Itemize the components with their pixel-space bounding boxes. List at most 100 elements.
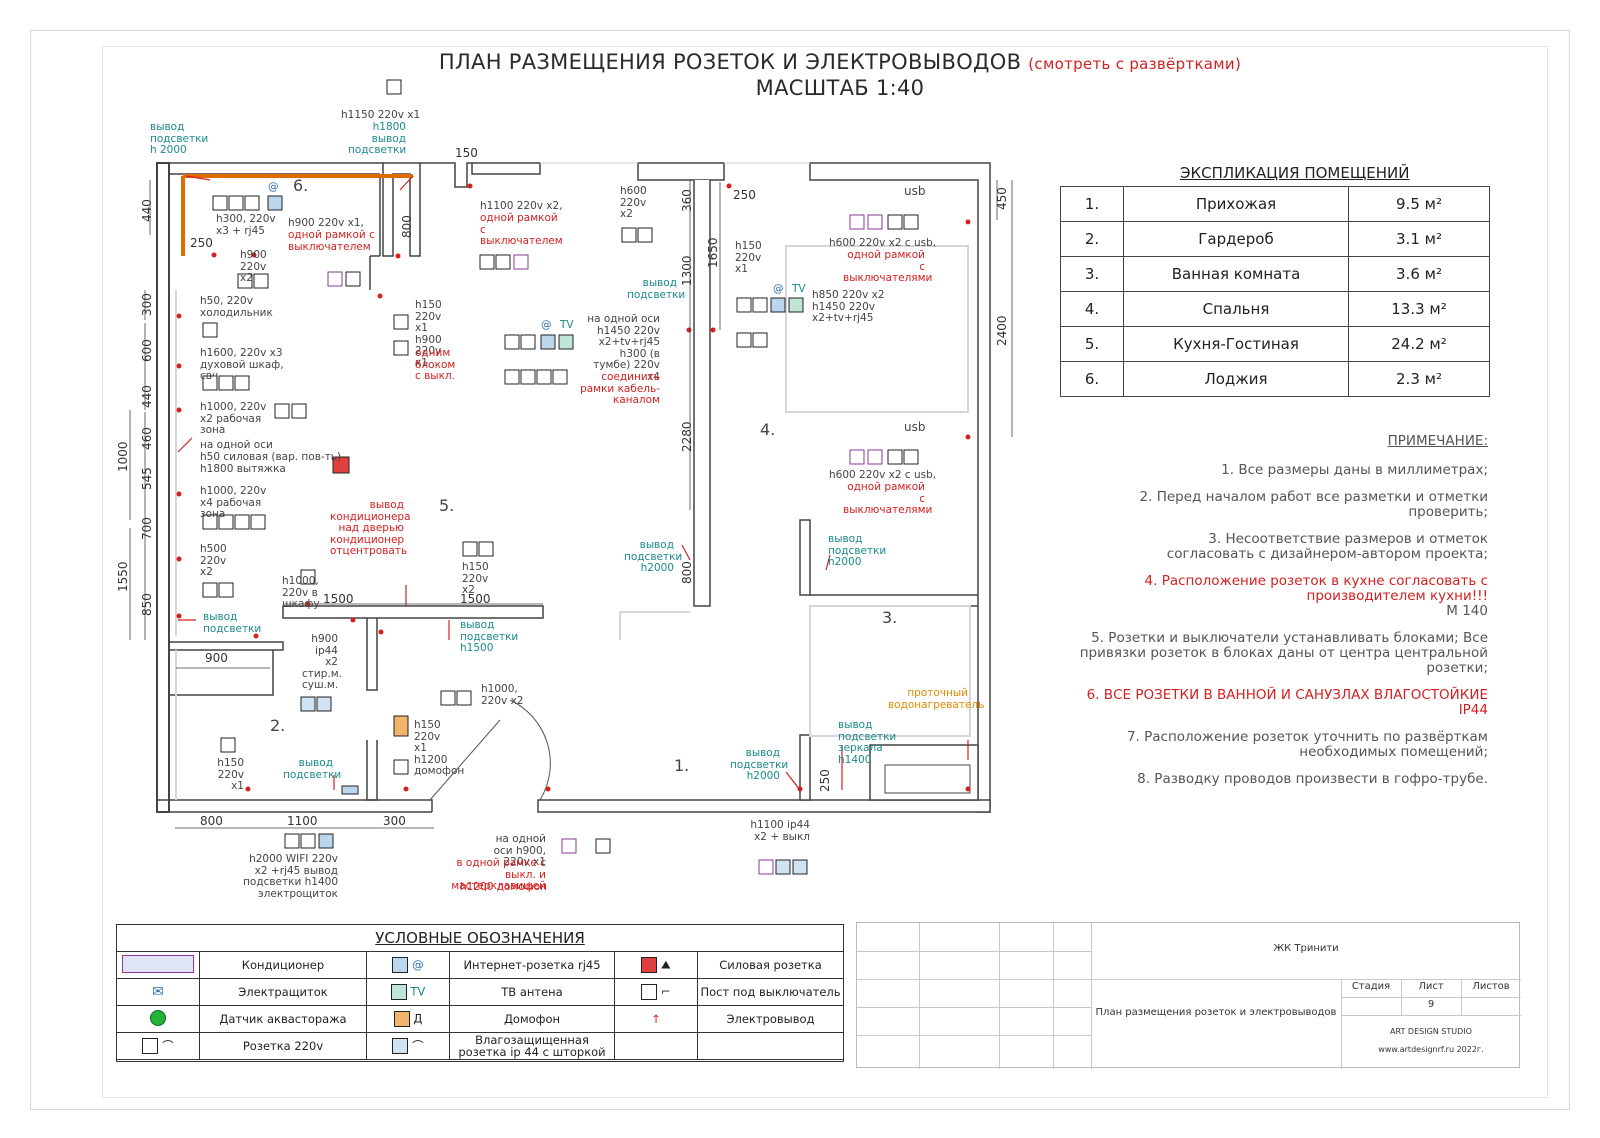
legend: УСЛОВНЫЕ ОБОЗНАЧЕНИЯ Кондиционер @ Интер… (116, 924, 844, 1062)
label-usb2: h600 220v x2 с usb, (829, 469, 937, 481)
label-h600: h600 220v x2 (620, 185, 647, 220)
label-loggia-sockets: h300, 220v x3 + rj45 (216, 213, 276, 237)
label-h150-bedroom: h150 220v x1 (735, 240, 762, 275)
label-tv-bedroom: h850 220v x2 h1450 220v x2+tv+rj45 (812, 289, 885, 324)
leak-sensor-icon (116, 1005, 200, 1033)
dim-300b: 300 (383, 814, 406, 828)
label-h900-x2: h900 220v x2 (240, 249, 267, 284)
label-h150-hall: h150 220v x1 h900 220v x1 (415, 299, 442, 369)
dim-800: 800 (400, 215, 414, 238)
notes-title: ПРИМЕЧАНИЕ: (1387, 433, 1488, 449)
label-conditioner: вывод кондиционера над дверью кондиционе… (330, 499, 411, 557)
note-2: 2. Перед началом работ все разметки и от… (1139, 489, 1488, 520)
label-h150-x2: h150 220v x2 (462, 561, 489, 596)
label-axis-master: на одной оси h900, 220v x1 (493, 833, 546, 868)
label-axis-master-frame: в одной рамке с выкл. и мастерклавишей (451, 857, 546, 892)
label-h1100-frame: одной рамкой с выключателем (480, 212, 563, 247)
label-boiler: проточный водонагреватель (888, 687, 985, 711)
title-stamp: ЖК Тринити План размещения розеток и эле… (856, 922, 1521, 1069)
label-one-block: одним блоком с выкл. (415, 347, 456, 382)
dim-1500b: 1500 (460, 592, 491, 606)
floor-plan (129, 79, 1013, 875)
label-wardrobe-socket: h150 220v x1 (217, 757, 244, 792)
dim-250c: 250 (818, 769, 832, 792)
stamp-studio: ART DESIGN STUDIO (1390, 1027, 1472, 1036)
note-6: 6. ВСЕ РОЗЕТКИ В ВАННОЙ И САНУЗЛАХ ВЛАГО… (1086, 687, 1488, 718)
label-axis2: h50 силовая (вар. пов-ть) (200, 451, 342, 463)
switch-post-icon: ⌐ (614, 978, 698, 1006)
label-top-center-light: h1800 вывод подсветки (348, 121, 407, 156)
tv-socket-icon: TV (366, 978, 450, 1006)
dim-440: 440 (140, 199, 154, 222)
dim-1100: 1100 (287, 814, 318, 828)
note-8: 8. Разводку проводов произвести в гофро-… (1137, 771, 1488, 787)
table-row: Датчик аквастоража Д Домофон ↑ Электровы… (116, 1005, 844, 1033)
label-work1: h1000, 220v x2 рабочая зона (200, 401, 267, 436)
note-5: 5. Розетки и выключатели устанавливать б… (1079, 630, 1488, 676)
table-row: ✉ Электращиток TV ТВ антена ⌐ Пост под в… (116, 978, 844, 1006)
label-washing-machine: h900 ip44 x2 стир.м. суш.м. (302, 633, 342, 691)
stamp-sheets-header: Листов (1472, 981, 1510, 992)
stamp-site: www.artdesignrf.ru 2022г. (1378, 1045, 1484, 1054)
room-5: 5. (439, 496, 455, 515)
room-3: 3. (882, 608, 898, 627)
room-1: 1. (674, 756, 690, 775)
label-usb2-frame: одной рамкой с выключателями (843, 481, 933, 516)
label-top-center: h1150 220v x1 (341, 109, 421, 121)
dim-1650: 1650 (706, 237, 720, 268)
label-light-2000-bath: вывод подсветки h2000 (828, 533, 887, 568)
label-tv-mark-bedroom: TV (792, 283, 806, 295)
label-intercom: h150 220v x1 h1200 домофон (414, 719, 465, 777)
power-socket-icon: ⛰ (614, 951, 698, 979)
label-hall-light: вывод подсветки h2000 (730, 747, 789, 782)
dim-1550: 1550 (116, 561, 130, 592)
title-main: ПЛАН РАЗМЕЩЕНИЯ РОЗЕТОК И ЭЛЕКТРОВЫВОДОВ (438, 50, 1022, 74)
title-note: (смотреть с развёртками) (1028, 55, 1242, 73)
explication-title: ЭКСПЛИКАЦИЯ ПОМЕЩЕНИЙ (1180, 164, 1410, 182)
stamp-stage-header: Стадия (1351, 981, 1391, 992)
label-loggia-light: вывод подсветки h 2000 (150, 121, 209, 156)
label-oven: h1600, 220v x3 духовой шкаф, свч (200, 347, 284, 382)
label-at-bedroom: @ (773, 283, 784, 295)
label-mirror-light: вывод подсветки зеркала h1400 (838, 719, 897, 766)
dim-1500a: 1500 (323, 592, 354, 606)
dim-1000: 1000 (116, 441, 130, 472)
label-living-light: вывод подсветки (627, 277, 686, 301)
intercom-icon: Д (366, 1005, 450, 1033)
notes-block: ПРИМЕЧАНИЕ: 1. Все размеры даны в миллим… (1060, 434, 1488, 799)
dim-250a: 250 (190, 236, 213, 250)
note-4-scale: М 140 (1446, 603, 1488, 619)
drawing-frame (102, 46, 1548, 1098)
note-1: 1. Все размеры даны в миллиметрах; (1221, 462, 1488, 478)
room-2: 2. (270, 716, 286, 735)
waterproof-socket-icon: ⌒ (366, 1032, 450, 1060)
dim-440b: 440 (140, 385, 154, 408)
table-row: ⌒ Розетка 220v ⌒ Влагозащищенная розетка… (116, 1032, 844, 1060)
room-6: 6. (293, 176, 309, 195)
dim-850: 850 (140, 593, 154, 616)
label-at-living: @ (541, 319, 552, 331)
note-4: 4. Расположение розеток в кухне согласов… (1144, 573, 1488, 604)
label-usb1: h600 220v x2 с usb, (829, 237, 937, 249)
stamp-project: ЖК Тринити (1273, 943, 1339, 954)
label-h900-switch-frame: одной рамкой с выключателем (288, 229, 375, 253)
stamp-sheet-header: Лист (1418, 981, 1444, 992)
dim-900: 900 (205, 651, 228, 665)
label-h1000-x2: h1000, 220v x2 (481, 683, 524, 707)
dim-250b: 250 (733, 188, 756, 202)
label-tv-living: на одной оси h1450 220v x2+tv+rj45 h300 … (587, 313, 660, 383)
legend-table: Кондиционер @ Интернет-розетка rj45 ⛰ Си… (116, 951, 844, 1060)
stamp-sheet-name: План размещения розеток и электровыводов (1095, 1007, 1337, 1018)
conditioner-icon (116, 951, 200, 979)
label-light-left: вывод подсветки (203, 611, 262, 635)
legend-title: УСЛОВНЫЕ ОБОЗНАЧЕНИЯ (375, 929, 585, 947)
panel-icon: ✉ (116, 978, 200, 1006)
label-usb-2: usb (904, 420, 926, 434)
note-7: 7. Расположение розеток уточнить по разв… (1126, 729, 1488, 760)
label-h1100: h1100 220v x2, (480, 200, 563, 212)
